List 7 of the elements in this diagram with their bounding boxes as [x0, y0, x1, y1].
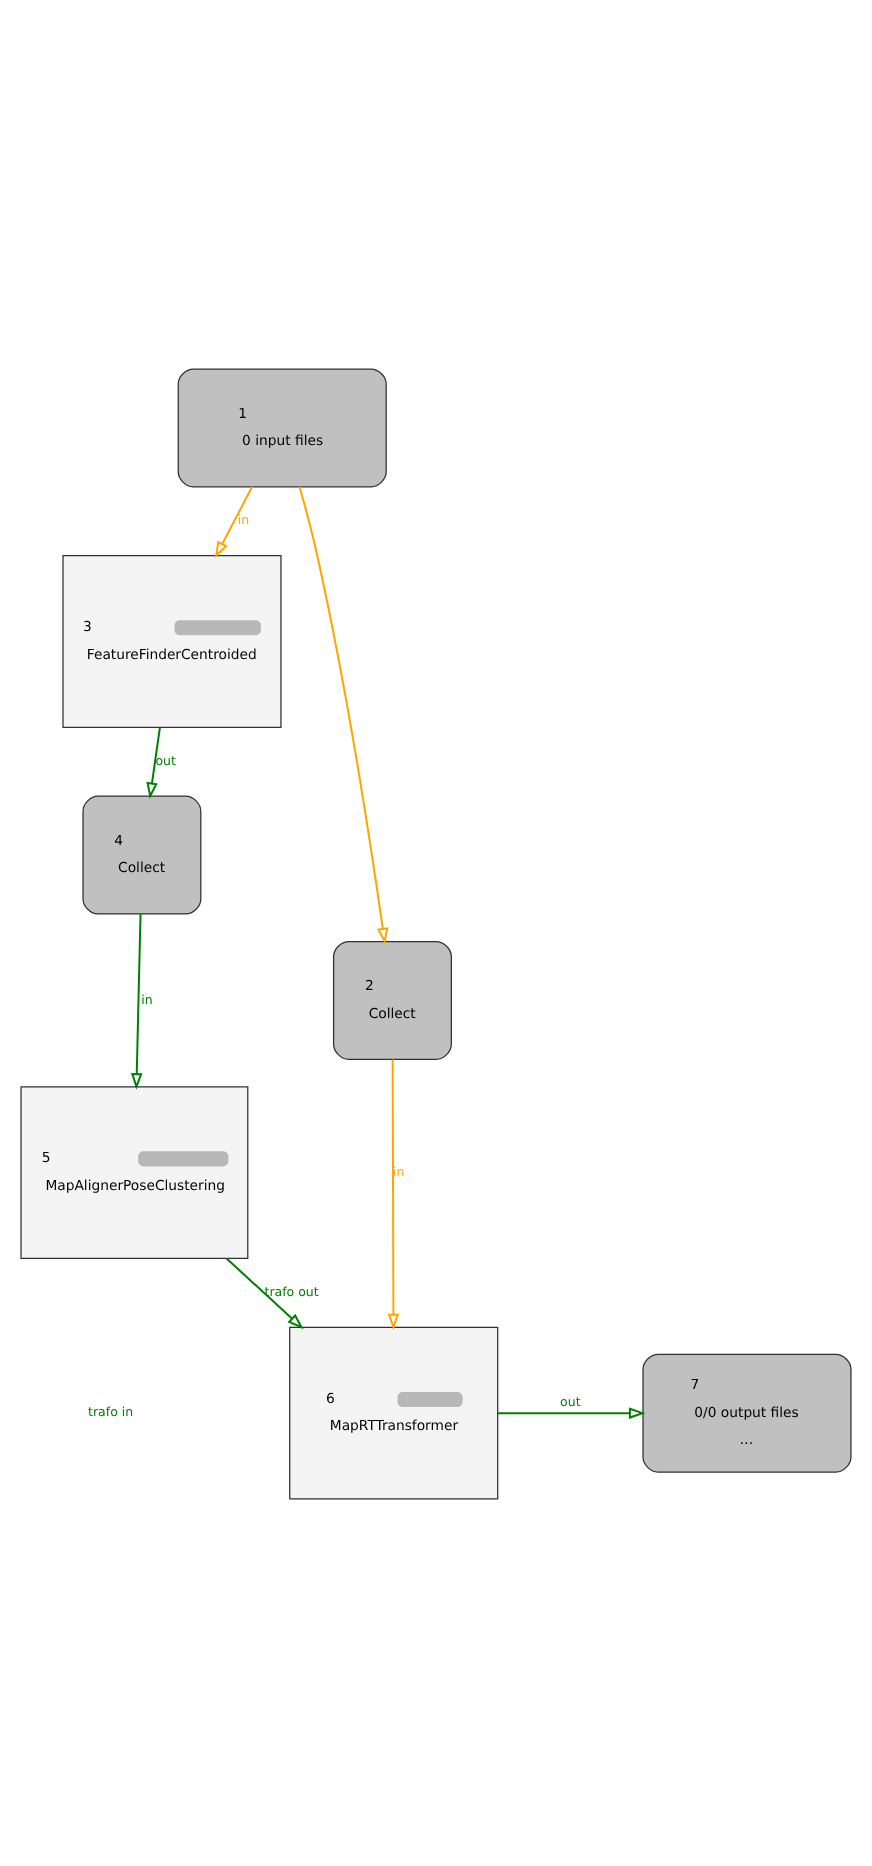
arrow — [146, 725, 161, 799]
arrow — [214, 484, 254, 557]
arrow — [225, 1256, 304, 1329]
arrow — [496, 1406, 646, 1418]
arrow — [130, 912, 143, 1089]
arrow — [387, 1057, 400, 1330]
arrow — [298, 484, 389, 944]
